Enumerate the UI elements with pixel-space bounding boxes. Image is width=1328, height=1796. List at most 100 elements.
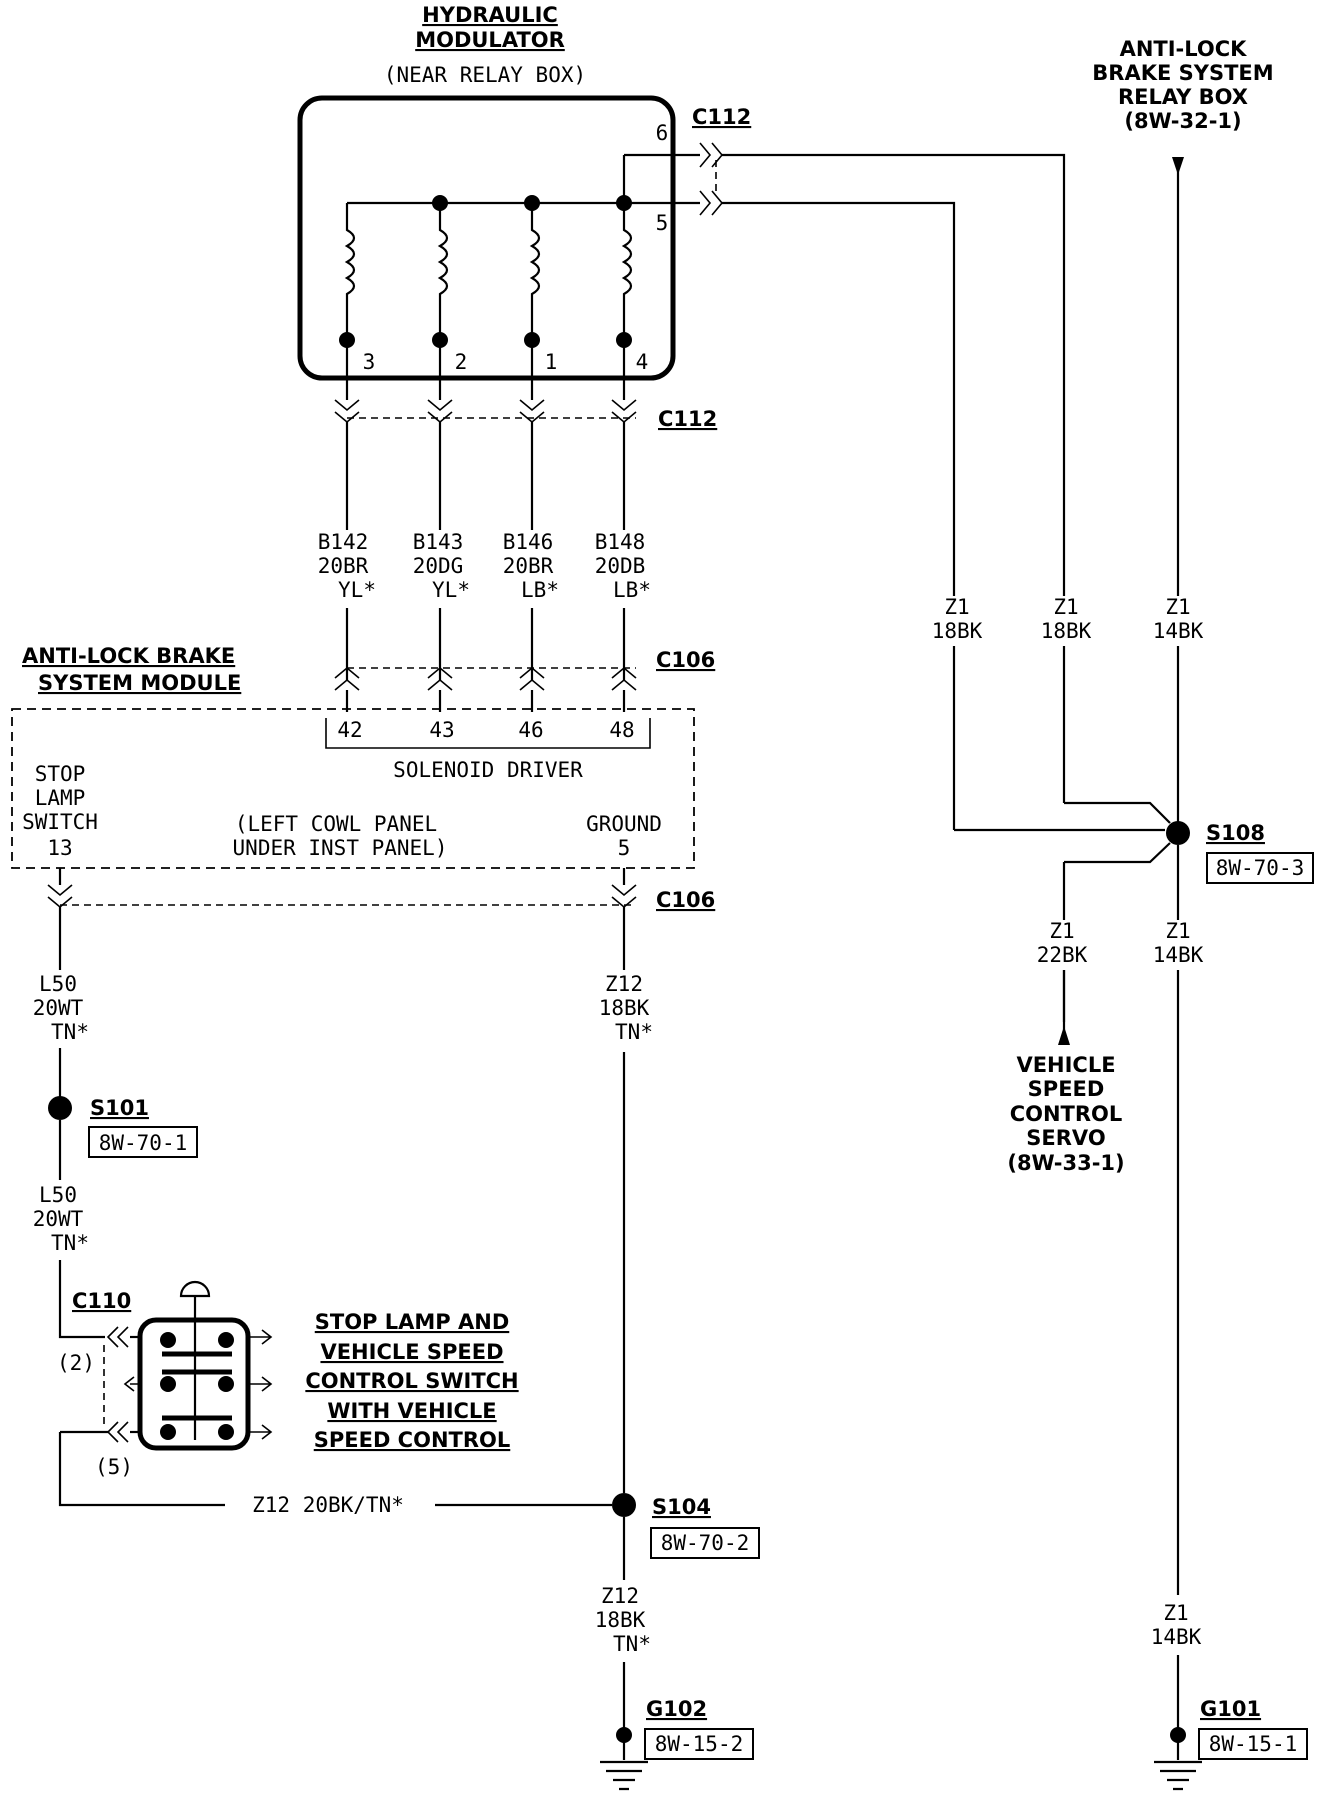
c110-pin-5: (5) (95, 1455, 133, 1479)
wire-l50-upper-label: L50 20WT TN* (33, 972, 89, 1044)
wire-circuit: Z1 (944, 595, 969, 619)
switch-title-1: STOP LAMP AND (315, 1310, 510, 1334)
modulator-pin-label: 3 (363, 350, 376, 374)
connector-c106-bottom: C106 (47, 868, 715, 912)
c110-label: C110 (72, 1289, 131, 1313)
s108-ref: 8W-70-3 (1216, 856, 1305, 880)
s101-label: S101 (90, 1096, 149, 1120)
wire-gauge: 18BK (595, 1608, 646, 1632)
modulator-box (297, 95, 676, 381)
modulator-location: (NEAR RELAY BOX) (384, 63, 586, 87)
c112-bottom-label: C112 (658, 407, 717, 431)
splice-s101 (48, 1096, 72, 1120)
stop-lamp-switch-3: SWITCH (22, 810, 98, 834)
wire-z1-labels-bottom: Z1 14BK (1151, 1601, 1202, 1649)
wire-z1-pin6 (722, 153, 1066, 803)
wire-gauge: 20DG (413, 554, 464, 578)
ground-symbol-icon (600, 1760, 648, 1791)
c112-top-label: C112 (692, 105, 751, 129)
g102-ref: 8W-15-2 (655, 1732, 744, 1756)
wire-gauge: 18BK (932, 619, 983, 643)
stop-lamp-switch-2: LAMP (35, 786, 86, 810)
arrow-up-icon (1058, 1026, 1070, 1045)
servo-line-3: CONTROL (1010, 1102, 1123, 1126)
wire-circuit: Z12 (601, 1584, 639, 1608)
wire-gauge: 14BK (1153, 619, 1204, 643)
ground-g102-dot (616, 1727, 632, 1743)
wire-circuit: Z1 (1053, 595, 1078, 619)
s108-label: S108 (1206, 821, 1265, 845)
hydraulic-modulator: HYDRAULIC MODULATOR (NEAR RELAY BOX) (297, 3, 700, 381)
wire-gauge: 20WT (33, 996, 84, 1020)
wire-gauge: 20BR (503, 554, 554, 578)
stop-lamp-switch-1: STOP (35, 762, 86, 786)
wire-circuit: B143 (413, 530, 464, 554)
wire-tracer: TN* (615, 1020, 653, 1044)
servo-line-5: (8W-33-1) (1007, 1151, 1124, 1175)
switch-title-3: CONTROL SWITCH (305, 1369, 518, 1393)
wire-gauge: 14BK (1151, 1625, 1202, 1649)
connector-c106-top: C106 (334, 648, 715, 691)
switch-title-5: SPEED CONTROL (314, 1428, 511, 1452)
wire-tracer: TN* (613, 1632, 651, 1656)
modulator-pin-label: 4 (636, 350, 649, 374)
solenoid-coil (432, 195, 449, 348)
wire-tracer: YL* (338, 578, 376, 602)
abs-module-title-1: ANTI-LOCK BRAKE (22, 644, 235, 668)
wire-tracer: LB* (613, 578, 651, 602)
wire-z1-labels-top-text: Z1 18BK Z1 18BK Z1 14BK (932, 595, 1204, 643)
relay-box-line-1: ANTI-LOCK (1120, 37, 1248, 61)
ground-pin: 5 (618, 836, 631, 860)
abs-pin-label: 46 (518, 718, 543, 742)
s104-ref: 8W-70-2 (661, 1531, 750, 1555)
wire-gauge: 20WT (33, 1207, 84, 1231)
splice-s108 (1166, 821, 1190, 845)
wire-l50-lower-label: L50 20WT TN* (33, 1183, 89, 1255)
wire-circuit: Z1 (1049, 919, 1074, 943)
abs-module-title-2: SYSTEM MODULE (38, 671, 241, 695)
g102-label: G102 (646, 1697, 707, 1721)
wire-circuit: Z1 (1165, 919, 1190, 943)
wire-gauge: 22BK (1037, 943, 1088, 967)
solenoid-coil (339, 203, 356, 348)
c106-bottom-label: C106 (656, 888, 715, 912)
connector-c112-bottom: C112 (334, 340, 717, 431)
c110-pin-2: (2) (57, 1351, 95, 1375)
connector-c112-top: C112 (692, 105, 751, 216)
s104-label: S104 (652, 1495, 711, 1519)
arrow-down-icon (1172, 157, 1184, 175)
speed-control-servo-reference: VEHICLE SPEED CONTROL SERVO (8W-33-1) (1007, 1053, 1124, 1175)
relay-box-line-2: BRAKE SYSTEM (1092, 61, 1273, 85)
stop-lamp-pin: 13 (47, 836, 72, 860)
wire-gauge: 20BR (318, 554, 369, 578)
wire-circuit: B142 (318, 530, 369, 554)
solenoid-coil (616, 195, 633, 348)
connector-c110: C110 (2) (5) (57, 1289, 133, 1479)
wire-z1-pin5 (722, 201, 956, 830)
modulator-pin-label: 2 (455, 350, 468, 374)
wire-gauge: 18BK (1041, 619, 1092, 643)
s101-ref: 8W-70-1 (99, 1131, 188, 1155)
stop-lamp-switch: STOP LAMP AND VEHICLE SPEED CONTROL SWIT… (123, 1280, 519, 1452)
wire-z12-upper-label: Z12 18BK TN* (599, 972, 653, 1044)
ground-g101-dot (1170, 1727, 1186, 1743)
solenoid-driver-label: SOLENOID DRIVER (393, 758, 583, 782)
modulator-pin-6: 6 (656, 121, 669, 145)
servo-line-1: VEHICLE (1016, 1053, 1115, 1077)
g101-label: G101 (1200, 1697, 1261, 1721)
switch-title-2: VEHICLE SPEED (320, 1340, 503, 1364)
wire-tracer: YL* (432, 578, 470, 602)
wire-circuit: Z1 (1163, 1601, 1188, 1625)
wire-circuit: L50 (39, 972, 77, 996)
wire-z12-lower-label: Z12 18BK TN* (595, 1584, 651, 1656)
wire-circuit: Z12 (605, 972, 643, 996)
abs-module: ANTI-LOCK BRAKE SYSTEM MODULE 42 43 46 4… (11, 644, 695, 869)
wire-tracer: LB* (521, 578, 559, 602)
solenoid-wire-labels: B142 20BR YL* B143 20DG YL* B146 20BR LB… (318, 530, 651, 602)
module-location-1: (LEFT COWL PANEL (235, 812, 437, 836)
g101-ref: 8W-15-1 (1209, 1732, 1298, 1756)
wire-tracer: TN* (51, 1231, 89, 1255)
modulator-title-2: MODULATOR (415, 28, 565, 52)
wire-gauge: 20DB (595, 554, 646, 578)
wire-circuit: B148 (595, 530, 646, 554)
